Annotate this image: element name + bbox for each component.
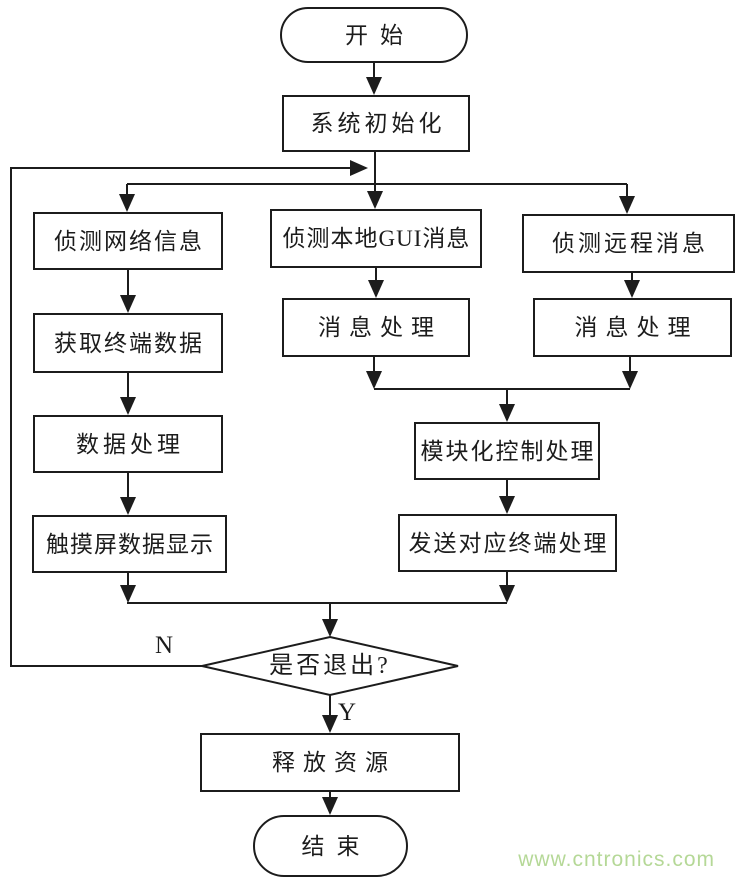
- node-detect-network: 侦测网络信息: [33, 212, 223, 270]
- node-decision-exit: 是否退出?: [269, 653, 391, 679]
- node-detect-local-gui: 侦测本地GUI消息: [270, 209, 482, 268]
- node-message-processing-remote: 消息处理: [533, 298, 732, 357]
- decision-diamond-shape: [201, 635, 459, 697]
- node-end: 结束: [253, 815, 408, 877]
- node-start: 开始: [280, 7, 468, 63]
- node-touchscreen-display: 触摸屏数据显示: [32, 515, 227, 573]
- node-message-processing-local: 消息处理: [282, 298, 470, 357]
- edge-label-no: N: [155, 632, 174, 659]
- node-get-terminal-data: 获取终端数据: [33, 313, 223, 373]
- node-detect-remote: 侦测远程消息: [522, 214, 735, 273]
- node-modular-control: 模块化控制处理: [414, 422, 600, 480]
- edge-label-yes: Y: [338, 699, 357, 726]
- node-system-init: 系统初始化: [282, 95, 470, 152]
- node-data-processing: 数据处理: [33, 415, 223, 473]
- node-send-terminal: 发送对应终端处理: [398, 514, 617, 572]
- edges: [10, 63, 640, 815]
- node-release-resources: 释放资源: [200, 733, 460, 792]
- watermark-text: www.cntronics.com: [518, 848, 715, 871]
